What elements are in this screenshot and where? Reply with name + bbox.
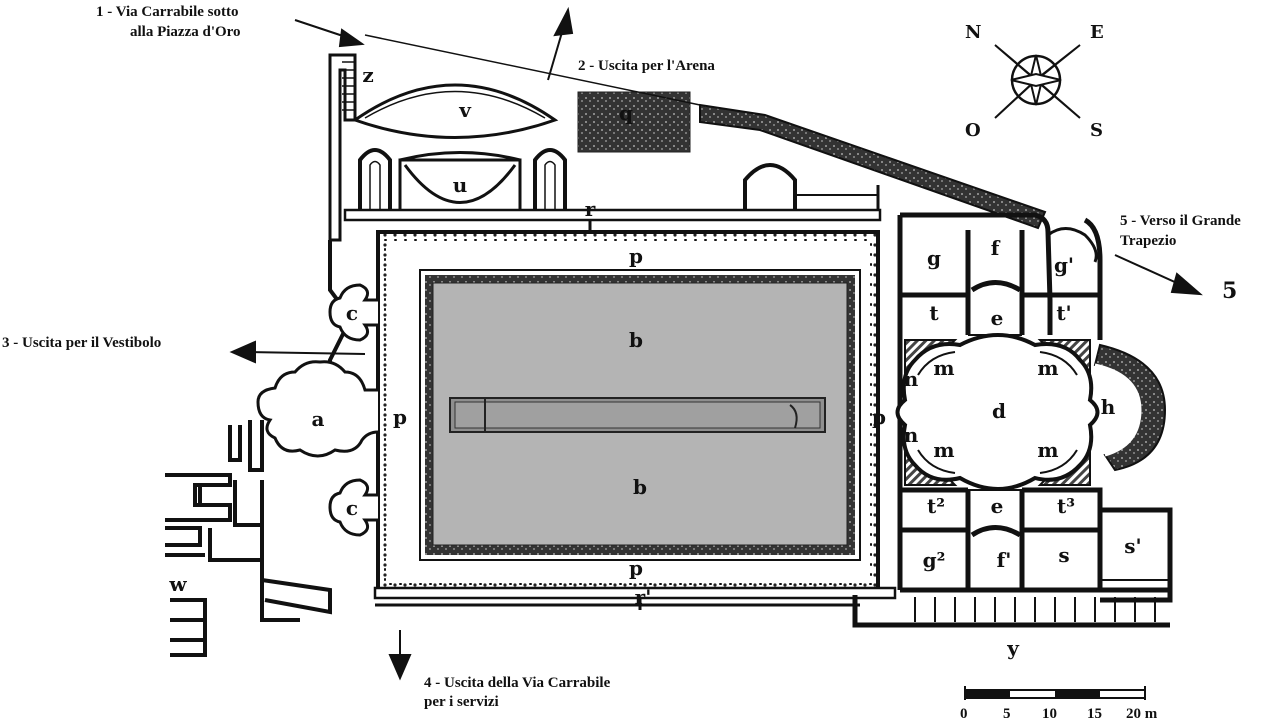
route-edge (364, 34, 701, 106)
apse-g1 (1047, 227, 1098, 263)
scale-labels: 0 5 10 15 20 m (960, 706, 1158, 720)
scale-tick-20: 20 m (1126, 706, 1158, 720)
compass-rose (994, 44, 1081, 119)
room-f: f (991, 236, 1001, 260)
room-n2: n (904, 423, 919, 447)
room-g2: g² (923, 548, 946, 572)
room-r-top: r (585, 197, 596, 221)
scale-bar (964, 686, 1146, 700)
scale-tick-5: 5 (1003, 706, 1011, 720)
exit-3-label: 3 - Uscita per il Vestibolo (2, 335, 161, 351)
east-complex-walls (852, 212, 1173, 628)
room-labels: z v q u r p p p p b b c c a w r' g f g' … (168, 63, 1141, 660)
room-t3: t³ (1057, 494, 1075, 518)
compass-s: S (1090, 120, 1103, 141)
room-b-top: b (629, 328, 643, 352)
room-d: d (992, 399, 1006, 423)
scale-tick-15: 15 (1087, 706, 1102, 720)
arrows (229, 6, 1203, 681)
room-p-left: p (393, 405, 407, 429)
room-w: w (168, 572, 187, 596)
room-p-right: p (872, 405, 886, 429)
room-m4: m (1037, 438, 1058, 462)
room-t: t (929, 301, 939, 325)
compass-n: N (965, 22, 981, 43)
room-e-top: e (991, 306, 1004, 330)
exit-1-label-line1: 1 - Via Carrabile sotto (96, 4, 238, 20)
central-canal (449, 397, 826, 433)
room-u: u (453, 173, 468, 197)
room-t2: t² (927, 494, 945, 518)
niches-m (917, 351, 1078, 474)
room-v: v (458, 98, 472, 122)
room-t1: t' (1056, 301, 1071, 325)
room-p-bottom: p (629, 556, 643, 580)
room-g: g (927, 246, 941, 270)
exit-5-number: 5 (1222, 278, 1237, 304)
south-wall-r (373, 586, 897, 610)
apse-h (1093, 343, 1167, 472)
room-s1: s' (1124, 534, 1141, 558)
room-z: z (362, 63, 373, 87)
exit-5-label-line2: Trapezio (1120, 233, 1176, 249)
north-west-stair (328, 53, 357, 242)
central-hall-d (895, 333, 1100, 491)
north-east-route (699, 103, 1047, 230)
room-n1: n (904, 367, 919, 391)
room-m2: m (1037, 356, 1058, 380)
room-s: s (1058, 543, 1069, 567)
room-m1: m (933, 356, 954, 380)
scale-tick-10: 10 (1042, 706, 1057, 720)
room-c-top: c (346, 301, 358, 325)
north-wall-r (343, 208, 882, 232)
apsidal-room-c-bottom (328, 478, 378, 537)
exit-4-label-line2: per i servizi (424, 694, 499, 710)
room-a: a (312, 407, 325, 431)
exit-4-label-line1: 4 - Uscita della Via Carrabile (424, 675, 611, 691)
exit-2-label: 2 - Uscita per l'Arena (578, 58, 715, 74)
area-q (577, 91, 691, 153)
exit-1-label-line2: alla Piazza d'Oro (130, 24, 241, 40)
apsidal-room-c-top (328, 283, 378, 342)
west-service-block (165, 420, 332, 657)
compass-labels: N E O S (965, 22, 1104, 141)
room-y: y (1006, 636, 1020, 660)
room-h: h (1101, 395, 1116, 419)
nymphaeum-v (351, 83, 559, 139)
compass-e: E (1090, 22, 1104, 43)
compass-o: O (965, 120, 981, 141)
exedrae (358, 148, 567, 210)
scale-tick-0: 0 (960, 706, 968, 720)
exit-5-label-line1: 5 - Verso il Grande (1120, 213, 1241, 229)
vestibule-a (256, 360, 379, 458)
room-m3: m (933, 438, 954, 462)
room-e-bottom: e (991, 494, 1004, 518)
north-apse (743, 163, 797, 210)
room-c-bottom: c (346, 496, 358, 520)
room-b-bottom: b (633, 475, 647, 499)
room-p-top: p (629, 244, 643, 268)
room-r-bottom: r' (635, 585, 652, 609)
exit-labels: 1 - Via Carrabile sotto alla Piazza d'Or… (2, 4, 1241, 710)
room-f1: f' (997, 548, 1012, 572)
room-g1: g' (1054, 253, 1074, 277)
colonnade-y (914, 597, 1156, 622)
room-q: q (619, 101, 633, 125)
